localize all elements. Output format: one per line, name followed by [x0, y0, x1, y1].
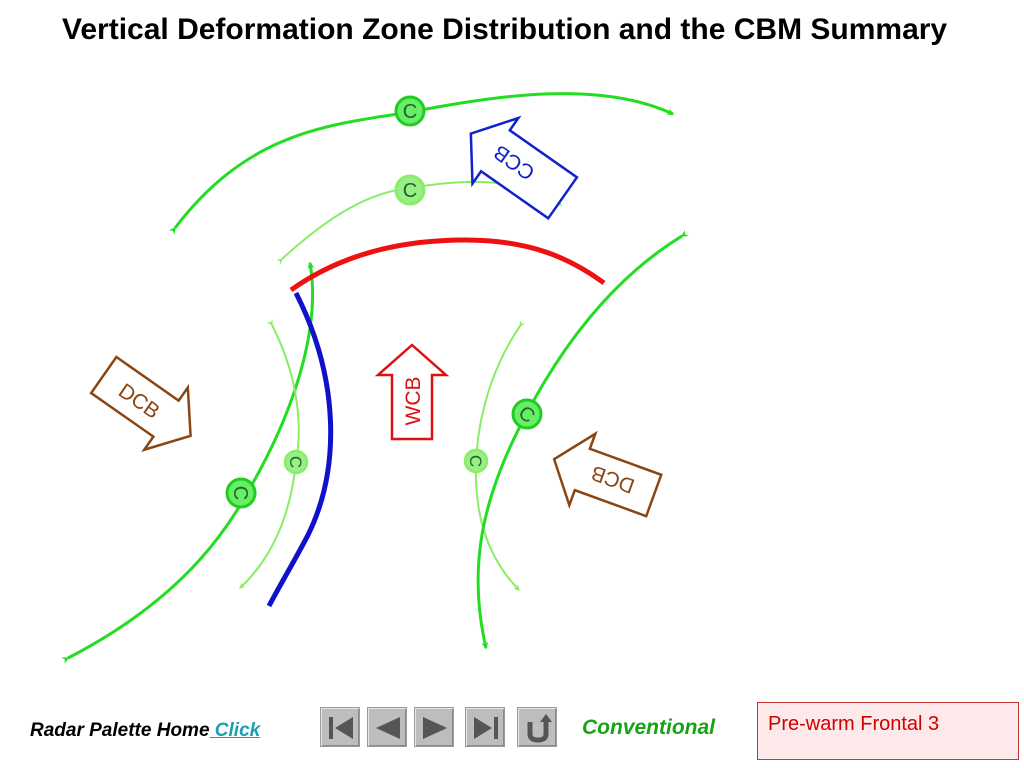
skip-last-icon [474, 717, 498, 739]
previous-slide-button[interactable] [367, 707, 407, 747]
flow-line-left-outer [61, 261, 315, 664]
skip-first-icon [329, 717, 353, 739]
deformation-marker-left-inner: C [283, 449, 309, 475]
next-icon [423, 717, 447, 739]
home-label: Radar Palette Home [30, 720, 210, 741]
front-line [289, 237, 606, 293]
deformation-marker-left-outer: C [225, 477, 257, 509]
wcb-label: WCB [402, 377, 425, 426]
ccb-arrow: CCB [469, 115, 579, 221]
cbm-diagram: CCB WCB DCB DCB C C C C C C [61, 92, 689, 664]
deformation-marker-right-inner: C [463, 448, 489, 474]
dcb-arrow-left: DCB [89, 355, 192, 452]
marker-label: C [229, 486, 251, 500]
page-title: Vertical Deformation Zone Distribution a… [62, 13, 948, 46]
marker-label: C [286, 456, 305, 468]
click-link[interactable]: Click [209, 720, 261, 741]
radar-palette-home: Radar Palette Home Click [30, 720, 260, 742]
mode-label: Conventional [582, 716, 716, 739]
status-label: Pre-warm Frontal 3 [768, 713, 940, 735]
previous-icon [376, 717, 400, 739]
status-box: Pre-warm Frontal 3 [757, 702, 1019, 760]
last-slide-button[interactable] [465, 707, 505, 747]
return-button[interactable] [517, 707, 557, 747]
wcb-arrow: WCB [374, 343, 450, 441]
marker-label: C [403, 180, 417, 202]
first-slide-button[interactable] [320, 707, 360, 747]
marker-label: C [403, 101, 417, 123]
boundary-line [266, 291, 334, 608]
marker-label: C [466, 455, 485, 467]
deformation-marker-right-outer: C [511, 398, 543, 430]
deformation-marker-top: C [394, 95, 426, 127]
deformation-marker-upper: C [394, 174, 426, 206]
return-icon [527, 714, 552, 743]
next-slide-button[interactable] [414, 707, 454, 747]
dcb-arrow-right: DCB [552, 430, 663, 518]
